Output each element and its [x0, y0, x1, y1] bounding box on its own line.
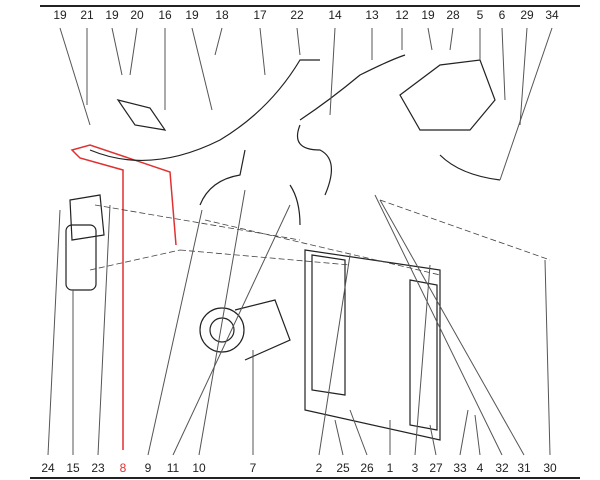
valve-assembly-5: [399, 59, 496, 131]
hose-29: [439, 154, 501, 181]
leader-lines: [47, 27, 553, 456]
receiver-drier: [65, 194, 105, 291]
callout-34: 34: [545, 8, 559, 22]
callout-23: 23: [91, 461, 105, 475]
callout-29: 29: [520, 8, 534, 22]
pipe-13: [299, 54, 406, 121]
pipe-9-10: [199, 149, 246, 206]
callout-1: 1: [387, 461, 394, 475]
hose-14: [296, 124, 332, 196]
pipe-22: [89, 59, 320, 162]
callout-3: 3: [412, 461, 419, 475]
callout-12: 12: [395, 8, 409, 22]
callout-11: 11: [167, 461, 180, 475]
callout-24: 24: [41, 461, 55, 475]
callout-5: 5: [477, 8, 484, 22]
callout-19: 19: [421, 8, 435, 22]
callout-22: 22: [290, 8, 304, 22]
callout-20: 20: [130, 8, 144, 22]
callout-19: 19: [105, 8, 119, 22]
guide-lines: [89, 199, 551, 276]
callout-19: 19: [185, 8, 199, 22]
callout-18: 18: [215, 8, 229, 22]
callout-33: 33: [453, 461, 467, 475]
callout-4: 4: [477, 461, 484, 475]
compressor-7: [199, 299, 291, 361]
callout-17: 17: [253, 8, 267, 22]
callout-27: 27: [429, 461, 443, 475]
hose-11: [289, 184, 301, 226]
callout-28: 28: [446, 8, 460, 22]
callout-10: 10: [192, 461, 206, 475]
callout-14: 14: [328, 8, 342, 22]
callout-16: 16: [158, 8, 172, 22]
callout-15: 15: [66, 461, 80, 475]
bracket-16: [116, 99, 167, 131]
callout-32: 32: [495, 461, 509, 475]
callout-25: 25: [336, 461, 350, 475]
callout-31: 31: [517, 461, 531, 475]
callout-7: 7: [250, 461, 257, 475]
callout-8: 8: [120, 461, 127, 475]
callout-6: 6: [499, 8, 506, 22]
callout-21: 21: [80, 8, 94, 22]
pipe-8-highlighted: [70, 144, 177, 450]
callout-19: 19: [53, 8, 67, 22]
callout-26: 26: [360, 461, 374, 475]
callout-2: 2: [316, 461, 323, 475]
callout-9: 9: [145, 461, 152, 475]
callout-13: 13: [365, 8, 379, 22]
condenser-1: [304, 249, 441, 441]
callout-30: 30: [543, 461, 557, 475]
